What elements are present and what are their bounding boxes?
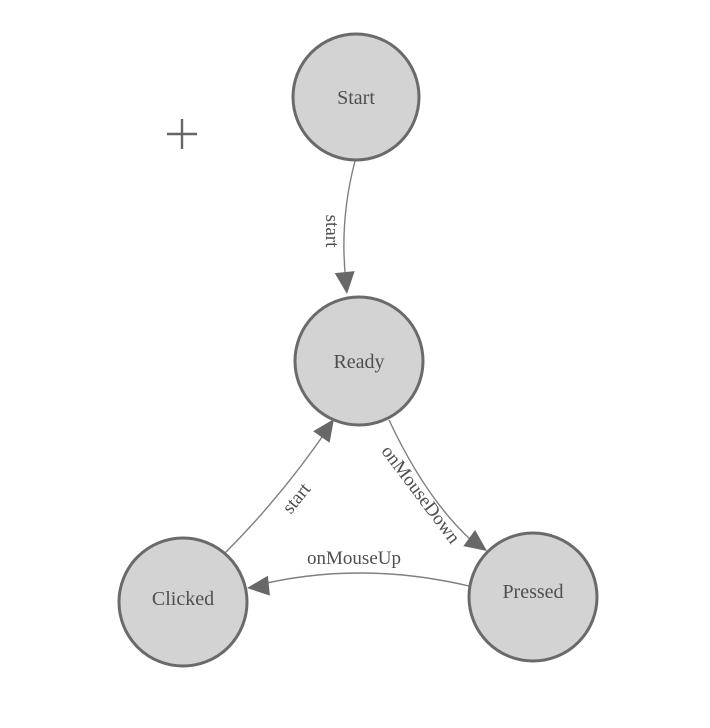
node-start[interactable]: Start (291, 32, 421, 162)
arrowhead-icon (247, 575, 270, 596)
node-clicked-label: Clicked (152, 588, 214, 610)
edge-pressed-to-clicked[interactable]: onMouseUp (246, 548, 470, 598)
node-ready[interactable]: Ready (293, 295, 425, 427)
node-pressed-label: Pressed (502, 581, 563, 603)
edge-line[interactable] (388, 419, 473, 542)
node-start-label: Start (337, 87, 375, 109)
node-ready-label: Ready (333, 351, 384, 373)
edge-start-to-ready[interactable]: start (321, 160, 357, 295)
node-clicked-circle[interactable] (117, 536, 249, 668)
node-start-circle[interactable] (291, 32, 421, 162)
node-ready-circle[interactable] (293, 295, 425, 427)
arrowhead-icon (463, 529, 487, 551)
arrowhead-icon (313, 419, 334, 443)
edge-label-start-1: start (321, 215, 342, 248)
node-pressed[interactable]: Pressed (467, 531, 599, 663)
edge-label-start-2: start (278, 479, 315, 518)
edge-clicked-to-ready[interactable]: start (224, 413, 342, 554)
arrowhead-icon (334, 271, 355, 294)
edge-line[interactable] (253, 572, 470, 587)
edge-ready-to-pressed[interactable]: onMouseDown (377, 419, 493, 559)
node-clicked[interactable]: Clicked (117, 536, 249, 668)
edge-label-onmousedown: onMouseDown (377, 442, 465, 549)
crosshair-icon (167, 119, 197, 149)
edge-label-onmouseup: onMouseUp (307, 548, 401, 569)
edge-line[interactable] (224, 420, 334, 554)
edge-line[interactable] (343, 160, 356, 283)
node-pressed-circle[interactable] (467, 531, 599, 663)
